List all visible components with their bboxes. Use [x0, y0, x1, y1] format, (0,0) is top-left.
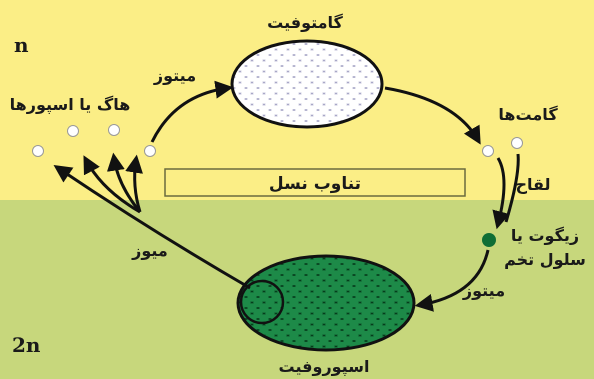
meiosis-mother-cell: [239, 279, 285, 325]
gametophyte-body: [230, 39, 384, 129]
gamete-dot: [511, 137, 523, 149]
spore-dot: [32, 145, 44, 157]
alternation-box: [164, 168, 466, 197]
fertilization-label: لقاح: [515, 175, 550, 194]
mitosis-bottom-label: میتوز: [462, 281, 505, 300]
alternation-label: تناوب نسل: [269, 174, 361, 194]
gamete-dot: [482, 145, 494, 157]
spore-dot: [67, 125, 79, 137]
spores-label: هاگ یا اسپورها: [10, 95, 131, 115]
zygote-label-line2: سلول تخم: [504, 250, 586, 269]
arrow-meiosis-spore-3: [106, 152, 142, 213]
spore-dot: [108, 124, 120, 136]
spore-dot: [144, 145, 156, 157]
sporophyte-body: [236, 254, 416, 352]
arrow-fertilization-2: [504, 153, 520, 223]
arrow-meiosis-spore-4: [125, 154, 143, 213]
arrow-mitosis-top: [150, 80, 234, 143]
zygote-label-line1: زیگوت یا: [511, 226, 579, 245]
haploid-label: n: [14, 33, 29, 57]
zygote-dot: [482, 233, 496, 247]
arrow-fertilization: [492, 157, 510, 230]
arrow-meiosis-spore-2: [83, 155, 141, 214]
arrow-to-gametes: [384, 86, 481, 145]
mitosis-top-label: میتوز: [153, 66, 196, 85]
gametophyte-label: گامتوفیت: [267, 13, 343, 32]
gametes-label: گامت‌ها: [498, 105, 558, 124]
diploid-label: 2n: [12, 333, 41, 357]
arrow-mitosis-bottom: [414, 249, 490, 312]
sporophyte-label: اسپوروفیت: [279, 357, 370, 377]
meiosis-label: میوز: [131, 241, 168, 260]
arrow-meiosis-spore-1: [53, 164, 251, 290]
